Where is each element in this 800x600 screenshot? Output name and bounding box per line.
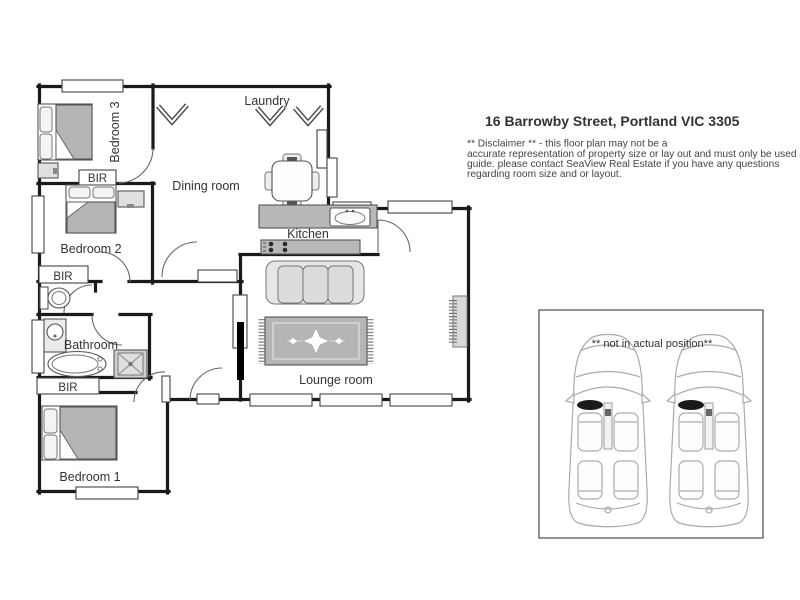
- room-label-lounge: Lounge room: [299, 373, 373, 387]
- window: [319, 393, 383, 407]
- disclaimer-line: guide. please contact SeaView Real Estat…: [467, 159, 779, 170]
- window: [387, 200, 453, 214]
- handle-icon: [53, 168, 57, 174]
- bir-box: [36, 377, 100, 395]
- window: [249, 393, 313, 407]
- room-label-bathroom: Bathroom: [64, 338, 118, 352]
- rug-icon: [258, 316, 374, 366]
- chevron-icon: [294, 106, 323, 125]
- room-label-bedroom1: Bedroom 1: [59, 470, 120, 484]
- disclaimer-line: ** Disclaimer ** - this floor plan may n…: [467, 139, 668, 150]
- door-swing-icon: [91, 314, 123, 346]
- garage-box: [538, 309, 764, 539]
- page-title: 16 Barrowby Street, Portland VIC 3305: [485, 113, 740, 129]
- sofa-icon: [265, 260, 365, 305]
- handle-icon: [127, 204, 134, 208]
- bir-label-bedroom3: BIR: [88, 173, 107, 185]
- disclaimer-line: accurate representation of property size…: [467, 149, 800, 160]
- dining-table-icon: [264, 153, 320, 209]
- door-swing-icon: [99, 251, 131, 283]
- laundry-chevrons: [156, 103, 324, 127]
- rug-diamond-icon: [289, 338, 297, 344]
- kitchen-bench: [258, 204, 378, 229]
- window: [316, 129, 328, 169]
- window: [75, 486, 139, 500]
- flue-icon: [237, 322, 244, 380]
- bed-icon: [41, 405, 118, 461]
- car-icon: [666, 333, 752, 528]
- disclaimer-line: regarding room size and or layout.: [467, 169, 622, 180]
- door-swing-icon: [63, 284, 93, 314]
- room-label-bedroom3: Bedroom 3: [108, 101, 122, 162]
- car-icon: [565, 333, 651, 528]
- door-leaf: [161, 375, 171, 403]
- bir-label-bedroom1: BIR: [58, 382, 77, 394]
- window: [61, 79, 124, 93]
- shower-icon: [113, 349, 148, 379]
- door-swing-icon: [377, 219, 411, 253]
- bathtub-icon: [47, 350, 107, 378]
- nightstand-icon: [37, 162, 59, 179]
- toilet-icon: [39, 286, 71, 310]
- doorway-opening: [197, 269, 238, 283]
- room-label-laundry: Laundry: [244, 94, 290, 108]
- rug-diamond-icon: [335, 338, 343, 344]
- door-swing-icon: [161, 241, 198, 278]
- window: [389, 393, 453, 407]
- chevron-icon: [293, 105, 324, 127]
- room-label-kitchen: Kitchen: [287, 227, 329, 241]
- bed-icon: [37, 103, 93, 161]
- stove-icon: [260, 239, 361, 255]
- bir-label-bedroom2: BIR: [53, 271, 72, 283]
- door-swing-icon: [189, 367, 223, 401]
- chevron-icon: [156, 103, 189, 126]
- bir-box: [38, 265, 89, 284]
- kitchen-sink-icon: [329, 207, 371, 227]
- heater-icon: [449, 295, 468, 348]
- rug-star-icon: [302, 327, 330, 355]
- doors: [63, 147, 411, 403]
- vanity-icon: [43, 318, 67, 353]
- chevron-icon: [256, 106, 285, 125]
- window: [31, 195, 45, 254]
- window: [326, 157, 338, 198]
- window: [31, 319, 45, 374]
- door-swing-icon: [117, 147, 154, 184]
- dresser-icon: [117, 190, 145, 208]
- doorway-opening: [196, 393, 220, 405]
- chevron-icon: [157, 104, 188, 124]
- chevron-icon: [255, 105, 286, 127]
- room-label-bedroom2: Bedroom 2: [60, 242, 121, 256]
- bed-icon: [65, 184, 117, 234]
- room-label-dining: Dining room: [172, 179, 239, 193]
- door-swing-icon: [133, 371, 166, 403]
- garage-note: ** not in actual position**: [592, 338, 713, 350]
